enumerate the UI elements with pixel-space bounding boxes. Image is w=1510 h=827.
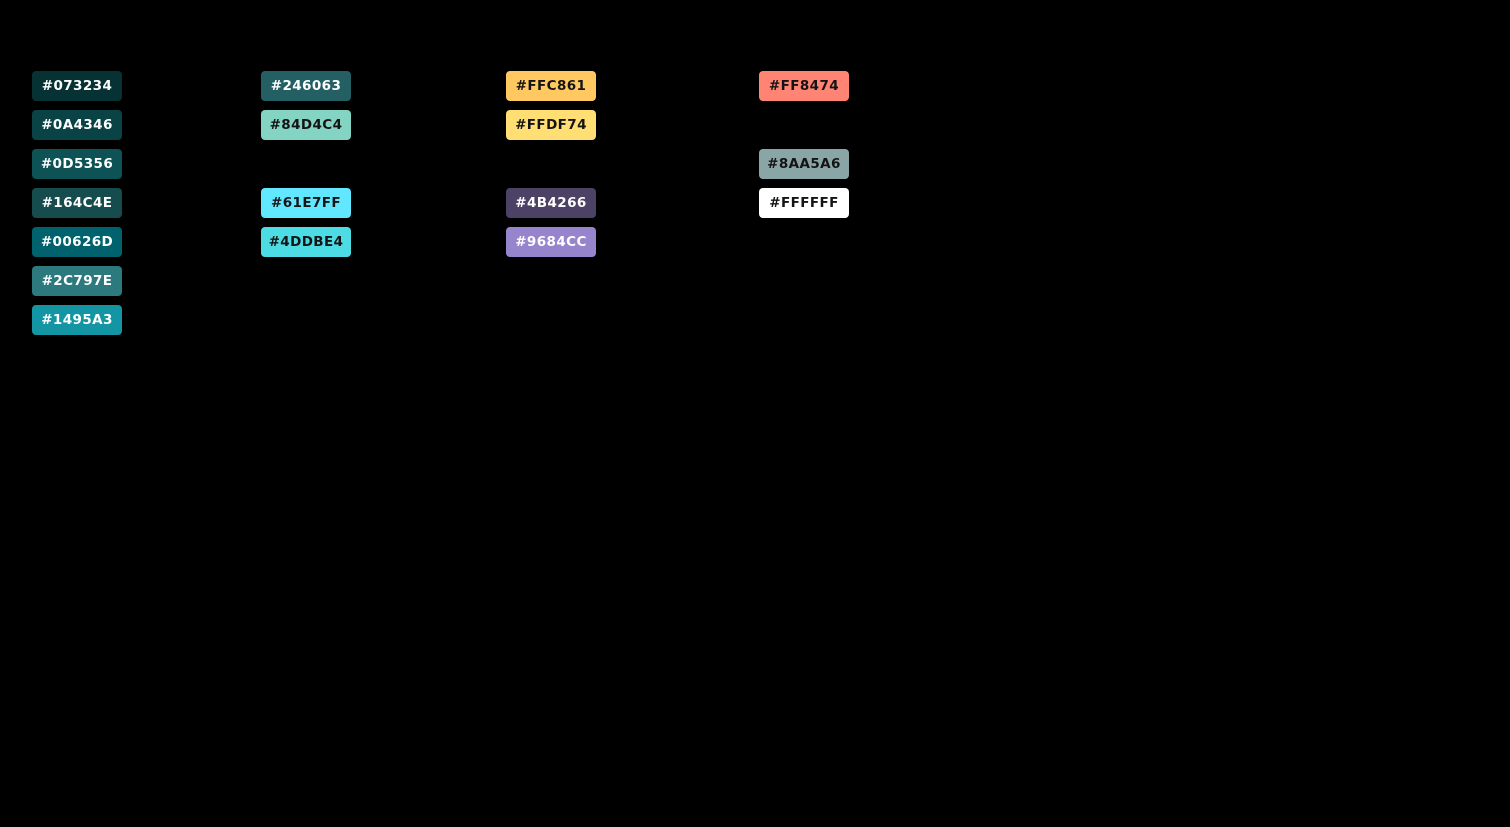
color-swatch[interactable]: #61E7FF bbox=[261, 188, 351, 218]
color-swatch[interactable]: #4DDBE4 bbox=[261, 227, 351, 257]
color-swatch[interactable]: #FFC861 bbox=[506, 71, 596, 101]
color-swatch[interactable]: #073234 bbox=[32, 71, 122, 101]
color-swatch[interactable]: #FFDF74 bbox=[506, 110, 596, 140]
color-swatch[interactable]: #164C4E bbox=[32, 188, 122, 218]
color-swatch[interactable]: #00626D bbox=[32, 227, 122, 257]
color-swatch[interactable]: #1495A3 bbox=[32, 305, 122, 335]
color-swatch[interactable]: #9684CC bbox=[506, 227, 596, 257]
color-swatch[interactable]: #8AA5A6 bbox=[759, 149, 849, 179]
color-swatch[interactable]: #4B4266 bbox=[506, 188, 596, 218]
color-swatch[interactable]: #0D5356 bbox=[32, 149, 122, 179]
color-swatch[interactable]: #2C797E bbox=[32, 266, 122, 296]
color-swatch[interactable]: #246063 bbox=[261, 71, 351, 101]
color-swatch[interactable]: #FF8474 bbox=[759, 71, 849, 101]
color-swatch[interactable]: #FFFFFF bbox=[759, 188, 849, 218]
color-swatch[interactable]: #0A4346 bbox=[32, 110, 122, 140]
color-swatch[interactable]: #84D4C4 bbox=[261, 110, 351, 140]
